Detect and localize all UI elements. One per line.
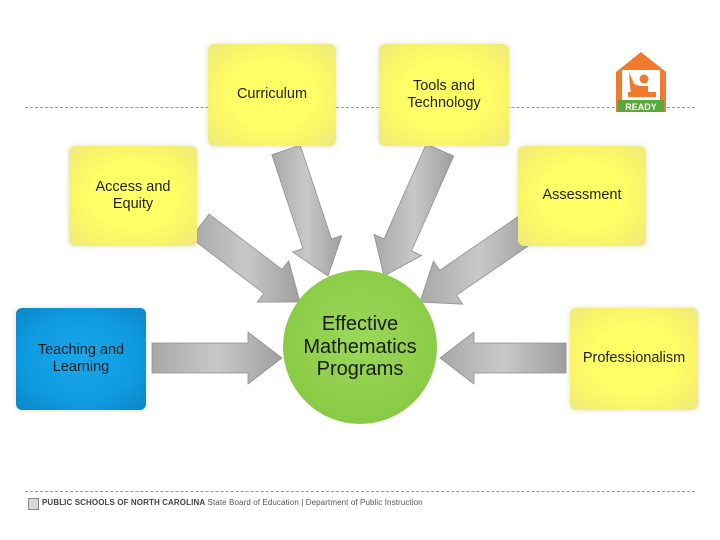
arrow-assessment — [419, 215, 538, 305]
top-dashed-divider — [25, 107, 695, 108]
footer-org: PUBLIC SCHOOLS OF NORTH CAROLINA — [42, 498, 206, 507]
curriculum-label: Curriculum — [236, 86, 308, 103]
footer-text: PUBLIC SCHOOLS OF NORTH CAROLINA State B… — [42, 498, 423, 507]
professionalism-box: Professionalism — [570, 308, 698, 410]
center-circle: Effective Mathematics Programs — [283, 270, 437, 424]
arrows-group — [151, 143, 567, 385]
arrow-tools — [373, 143, 455, 277]
arrow-access — [190, 213, 301, 303]
tools-technology-box: Tools and Technology — [379, 44, 509, 146]
teaching-learning-box: Teaching and Learning — [16, 308, 146, 410]
center-label: Effective Mathematics Programs — [303, 313, 417, 381]
footer-logo-icon — [28, 498, 39, 510]
professionalism-label: Professionalism — [582, 350, 686, 367]
teaching-learning-label: Teaching and Learning — [37, 341, 125, 375]
ready-logo-icon: READY — [616, 52, 666, 112]
curriculum-box: Curriculum — [208, 44, 336, 146]
arrow-curriculum — [271, 144, 343, 277]
arrow-teaching — [151, 331, 283, 385]
assessment-label: Assessment — [542, 187, 622, 204]
arrow-professionalism — [439, 331, 567, 385]
assessment-box: Assessment — [518, 146, 646, 246]
access-equity-label: Access and Equity — [95, 178, 171, 212]
ready-logo-text: READY — [625, 102, 657, 112]
footer-rest: State Board of Education | Department of… — [207, 498, 423, 507]
access-equity-box: Access and Equity — [69, 146, 197, 246]
bottom-dashed-divider — [25, 491, 695, 492]
tools-technology-label: Tools and Technology — [407, 77, 481, 111]
